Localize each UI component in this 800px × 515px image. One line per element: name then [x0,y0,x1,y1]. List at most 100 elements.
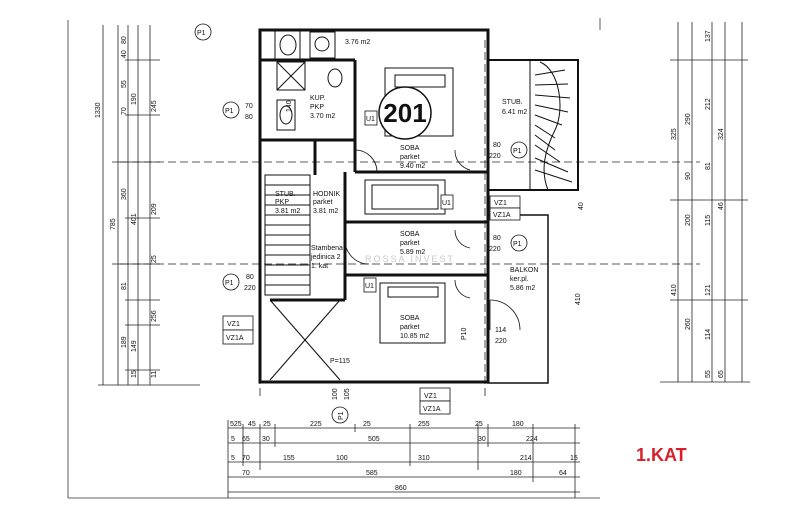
right-stairs [487,59,579,191]
bd-r1-3: 225 [310,421,322,428]
bd-r3-3: 100 [336,455,348,462]
room-hodnik-name: HODNIK [313,191,341,198]
room-balkon-area: 5.86 m2 [510,285,535,292]
tag-p10: P10 [461,327,468,340]
room-balkon-floor: ker.pl. [510,276,529,283]
bd-r2-4: 30 [478,436,486,443]
room-stub-left-sub: PKP [275,199,289,206]
washbasin [276,99,296,131]
room-kup-area: 3.70 m2 [310,113,335,120]
wd-80-b: 80 [493,142,501,149]
bd-r2-2: 30 [262,436,270,443]
rdim-46: 46 [718,202,725,210]
wd-80-c: 80 [493,235,501,242]
room-stambena-1: Stambena [311,245,343,252]
rdim-40: 40 [578,202,585,210]
unit-badge: 201 [378,86,432,140]
wd-80-d: 80 [246,274,254,281]
tag-p1-d-circle [222,273,240,291]
tag-p1-c-circle [510,234,528,252]
room-soba1-floor: parket [400,154,420,161]
dim-785: 785 [110,218,117,230]
room-soba2-floor: parket [400,240,420,247]
room-soba1-area: 9.40 m2 [400,163,425,170]
bd-r2-3: 505 [368,436,380,443]
bd-r1-1: 45 [248,421,256,428]
room-soba3-floor: parket [400,324,420,331]
tag-vz1-right: VZ1 [494,200,507,207]
bd-r3-0: 5 [231,455,235,462]
rdim-324: 324 [718,128,725,140]
bd-r4-2: 180 [510,470,522,477]
bd-r1-0: 525 [230,421,242,428]
toilet [327,68,343,88]
dim-189: 189 [121,336,128,348]
dim-25: 25 [151,255,158,263]
tag-p1-d: P1 [225,280,234,287]
rdim-410: 410 [671,284,678,296]
tag-vz1a-left: VZ1A [226,335,244,342]
room-balkon-name: BALKON [510,267,538,274]
tag-p115: P=115 [330,358,350,365]
unit-number: 201 [383,98,426,128]
opening-dims: 70 80 140 80 220 80 220 80 220 114 220 1… [244,100,507,400]
rdim-65: 65 [718,370,725,378]
bd-r2-1: 65 [242,436,250,443]
tag-p1-a-circle [222,101,240,119]
dim-81: 81 [121,282,128,290]
right-dimension-labels: 137 325 290 212 324 81 90 200 115 46 40 … [575,30,725,378]
room-stambena-2: jedinica 2 [310,254,341,261]
room-stub-right-name: STUB. [502,99,523,106]
room-soba2-name: SOBA [400,231,420,238]
tag-labels: P1 P1 P1 P1 P1 P1 U1 U1 U1 VZ1 VZ1A VZ1 … [197,30,522,420]
bd-r4-1: 585 [366,470,378,477]
bd-r2-0: 5 [231,436,235,443]
door-swings [344,149,521,331]
tag-p1-e-circle [331,406,349,424]
rdim-137: 137 [705,30,712,42]
tag-p1-b: P1 [513,148,522,155]
dim-40: 40 [121,50,128,58]
tag-u1-c: U1 [365,283,374,290]
dim-149: 149 [131,340,138,352]
room-soba3-area: 10.85 m2 [400,333,429,340]
bed-bottom [379,282,446,344]
bd-r3-1: 70 [242,455,250,462]
bd-r1-6: 25 [475,421,483,428]
dim-1330: 1330 [95,102,102,118]
rdim-410b: 410 [575,293,582,305]
wd-220-d: 220 [495,338,507,345]
dim-55: 55 [121,80,128,88]
tag-vz1a-bottom: VZ1A [423,406,441,413]
rdim-290: 290 [685,113,692,125]
shower [276,61,306,91]
rdim-81: 81 [705,162,712,170]
floor-label: 1.KAT [636,445,687,465]
wd-70-a: 70 [245,103,253,110]
tag-p1-c: P1 [513,241,522,248]
rdim-115: 115 [705,215,712,226]
tag-vz1-bottom: VZ1 [424,393,437,400]
rdim-260: 260 [685,318,692,330]
room-stub-left-name: STUB. [275,191,296,198]
rdim-55: 55 [705,370,712,378]
bd-r3-4: 310 [418,455,430,462]
rdim-90: 90 [685,172,692,180]
tag-vz1a-right: VZ1A [493,212,511,219]
room-kup-name: KUP. [310,95,325,102]
walls [258,28,490,384]
bd-r2-5: 224 [526,436,538,443]
room-soba2-area: 5.89 m2 [400,249,425,256]
right-dimension-lines [660,22,750,383]
bd-r3-6: 15 [570,455,578,462]
room-hodnik-area: 3.81 m2 [313,208,338,215]
dim-360: 360 [121,188,128,200]
bottom-dimension-labels: 525 45 25 225 25 255 25 180 5 65 30 505 … [230,421,578,492]
wd-114: 114 [495,327,506,334]
rdim-200: 200 [685,214,692,226]
dim-245: 245 [151,100,158,112]
unit-circle [378,86,432,140]
tag-u1-a: U1 [366,116,375,123]
room-labels: 3.76 m2 KUP. PKP 3.70 m2 STUB. 6.41 m2 S… [275,39,538,340]
